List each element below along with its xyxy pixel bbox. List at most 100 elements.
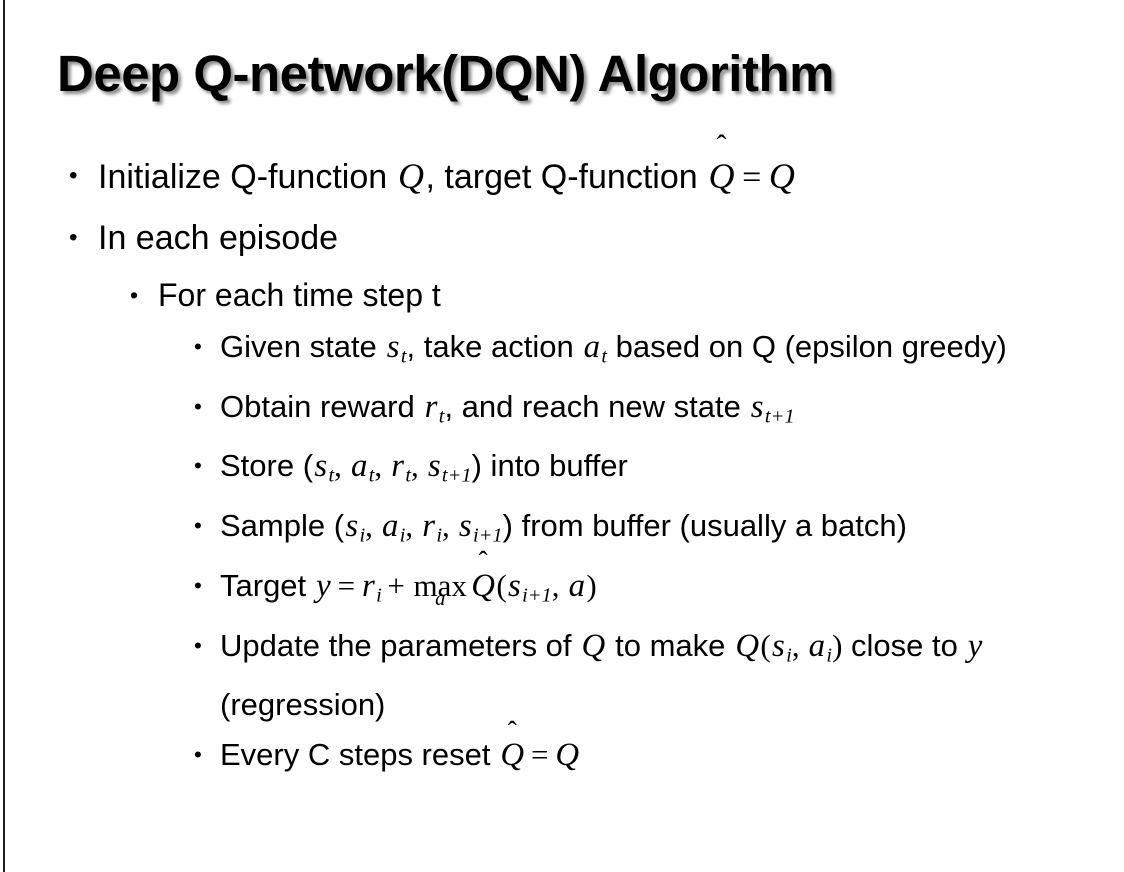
text-fragment: Update the parameters of (220, 627, 581, 663)
bullet-text: Every C steps reset Q̂=Q (220, 730, 1094, 780)
text-fragment: Target (220, 567, 315, 603)
bullet-marker-icon: • (69, 162, 78, 189)
math-var-q-hat: Q̂ (470, 561, 496, 611)
bullet-given-state-take-action[interactable]: • Given state st, take action at based o… (0, 322, 1124, 382)
math-var-a: a (381, 508, 399, 545)
math-var-s: s (314, 448, 328, 485)
math-equals: = (742, 159, 762, 196)
math-subscript: i (376, 584, 382, 607)
text-fragment: based on Q (epsilon greedy) (607, 329, 1007, 364)
slide-left-edge-rule (3, 0, 5, 872)
text-fragment: ) into buffer (471, 448, 628, 484)
bullet-text: Initialize Q-function Q, target Q-functi… (98, 146, 1124, 208)
math-separator: , (411, 448, 427, 484)
math-subscript: t+1 (764, 405, 795, 428)
bullet-update-parameters-regression[interactable]: • Update the parameters of Q to make Q(s… (0, 621, 1124, 731)
math-var-s: s (386, 329, 400, 365)
text-fragment: Given state (220, 329, 386, 364)
text-fragment: ) from buffer (usually a batch) (502, 508, 907, 544)
math-max-label: max (413, 567, 467, 603)
bullet-marker-icon: • (69, 224, 78, 251)
math-subscript: t (601, 345, 608, 368)
bullet-marker-icon: • (194, 513, 202, 539)
math-var-s: s (750, 388, 764, 425)
math-equals: = (337, 567, 356, 603)
math-separator: , (551, 567, 568, 603)
text-fragment: close to (842, 627, 967, 663)
text-fragment: Every C steps reset (220, 737, 500, 773)
math-separator: , (365, 508, 381, 544)
math-var-y: y (967, 627, 983, 664)
bullet-every-c-steps-reset[interactable]: • Every C steps reset Q̂=Q (0, 730, 1124, 780)
bullet-marker-icon: • (194, 453, 202, 479)
math-separator: , (334, 448, 350, 484)
math-subscript: t (438, 405, 445, 428)
math-paren-open: ( (496, 567, 507, 603)
math-paren-close: ) (586, 567, 597, 603)
math-subscript: t (328, 465, 335, 488)
math-var-r: r (424, 388, 438, 425)
math-separator: , (374, 448, 390, 484)
bullet-text: For each time step t (158, 277, 441, 313)
math-subscript: t (368, 465, 375, 488)
bullet-text: In each episode (98, 219, 339, 257)
text-fragment: , target Q-function (425, 158, 708, 196)
math-var-y: y (316, 567, 331, 604)
math-var-s2: s (427, 448, 441, 485)
text-fragment: to make (606, 627, 735, 663)
math-subscript: t (405, 465, 411, 488)
math-var-s: s (507, 567, 521, 604)
math-var-q-base: Q (500, 737, 525, 774)
math-var-q-base: Q (708, 156, 735, 196)
math-separator: , (442, 508, 458, 544)
bullet-text: Obtain reward rt, and reach new state st… (220, 382, 1094, 442)
math-var-a: a (583, 329, 601, 365)
text-fragment: , and reach new state (444, 388, 750, 424)
math-var-q-base: Q (471, 567, 495, 604)
bullet-sample-from-buffer[interactable]: • Sample (si, ai, ri, si+1) from buffer … (0, 501, 1124, 561)
bullet-in-each-episode[interactable]: • In each episode (0, 208, 1124, 268)
text-fragment: Store ( (220, 448, 314, 484)
math-subscript: i (399, 524, 406, 547)
math-var-a: a (350, 448, 368, 485)
text-fragment: Initialize Q-function (98, 158, 397, 196)
math-subscript: i (359, 524, 366, 547)
bullet-marker-icon: • (194, 393, 202, 419)
bullet-for-each-time-step[interactable]: • For each time step t (0, 268, 1124, 322)
math-var-s2: s (458, 508, 472, 545)
math-var-q-hat: Q̂ (707, 146, 736, 206)
bullet-initialize-q-function[interactable]: • Initialize Q-function Q, target Q-func… (0, 146, 1124, 208)
math-plus: + (387, 567, 405, 603)
math-var-a: a (568, 567, 586, 604)
math-subscript: i+1 (522, 584, 552, 607)
bullet-marker-icon: • (194, 742, 202, 768)
math-subscript: i (826, 644, 833, 667)
math-var-r: r (422, 508, 436, 545)
math-var-q2: Q (768, 156, 795, 196)
math-var-s: s (772, 627, 785, 664)
bullet-text: Store (st, at, rt, st+1) into buffer (220, 441, 1094, 501)
math-var-a: a (808, 627, 826, 664)
bullet-text: Given state st, take action at based on … (220, 322, 1094, 382)
math-var-s: s (345, 508, 359, 545)
math-subscript: i+1 (472, 524, 503, 547)
bullet-store-into-buffer[interactable]: • Store (st, at, rt, st+1) into buffer (0, 441, 1124, 501)
bullet-text: Update the parameters of Q to make Q(si,… (220, 621, 1094, 731)
text-fragment: , take action (406, 329, 583, 364)
math-var-r: r (361, 567, 375, 604)
text-fragment: Sample ( (220, 508, 345, 544)
bullet-obtain-reward-reach-new-state[interactable]: • Obtain reward rt, and reach new state … (0, 382, 1124, 442)
math-var-r: r (391, 448, 404, 485)
math-var-q: Q (581, 627, 606, 664)
bullet-text: Sample (si, ai, ri, si+1) from buffer (u… (220, 501, 1094, 561)
bullet-marker-icon: • (194, 572, 202, 598)
math-subscript: t+1 (441, 465, 472, 488)
math-var-q2: Q (555, 737, 580, 774)
math-equals: = (531, 737, 549, 773)
math-paren-close: ) (832, 627, 843, 663)
math-paren-open: ( (760, 627, 771, 663)
